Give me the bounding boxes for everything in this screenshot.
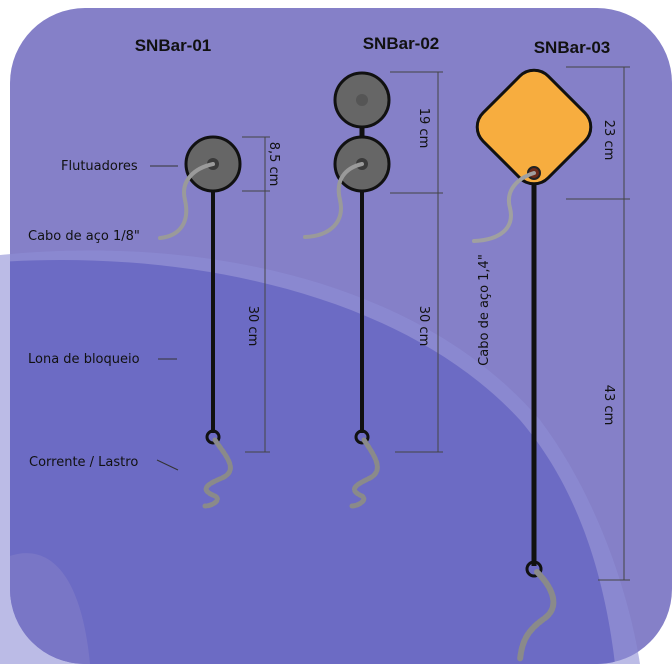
snbar03: 23 cm 43 cm Cabo de aço 1,4" xyxy=(472,66,630,663)
label-steel-cable-18: Cabo de aço 1/8" xyxy=(28,229,140,244)
steel-cable-icon xyxy=(472,171,536,243)
label-floats: Flutuadores xyxy=(61,159,138,174)
title-snbar01: SNBar-01 xyxy=(135,36,212,55)
float-hole-icon xyxy=(356,94,368,106)
background-blob xyxy=(10,259,615,664)
label-blocking-canvas: Lona de bloqueio xyxy=(28,352,140,367)
float-icon xyxy=(475,68,593,186)
steel-cable-icon xyxy=(303,162,364,239)
chain-link-icon xyxy=(205,429,221,445)
chain-link-icon xyxy=(354,429,370,445)
title-snbar03: SNBar-03 xyxy=(534,38,611,57)
label-steel-cable-14: Cabo de aço 1,4" xyxy=(477,254,492,366)
chain-ballast-icon xyxy=(517,569,557,663)
dim-b2-line: 30 cm xyxy=(416,306,431,347)
chain-ballast-icon xyxy=(349,437,380,509)
chain-link-icon xyxy=(525,560,543,578)
snbar02: 19 cm 30 cm xyxy=(303,71,443,509)
steel-cable-icon xyxy=(158,162,215,240)
chain-ballast-icon xyxy=(202,437,233,509)
dim-b1-line: 30 cm xyxy=(245,306,260,347)
leader-line xyxy=(156,459,179,471)
dim-b3-line: 43 cm xyxy=(601,385,616,426)
dim-b1-float: 8,5 cm xyxy=(266,142,281,187)
title-snbar02: SNBar-02 xyxy=(363,34,440,53)
snbar01: 8,5 cm 30 cm xyxy=(158,135,281,509)
label-chain-ballast: Corrente / Lastro xyxy=(29,455,138,470)
dim-b3-float: 23 cm xyxy=(601,120,616,161)
dim-b2-float: 19 cm xyxy=(416,108,431,149)
